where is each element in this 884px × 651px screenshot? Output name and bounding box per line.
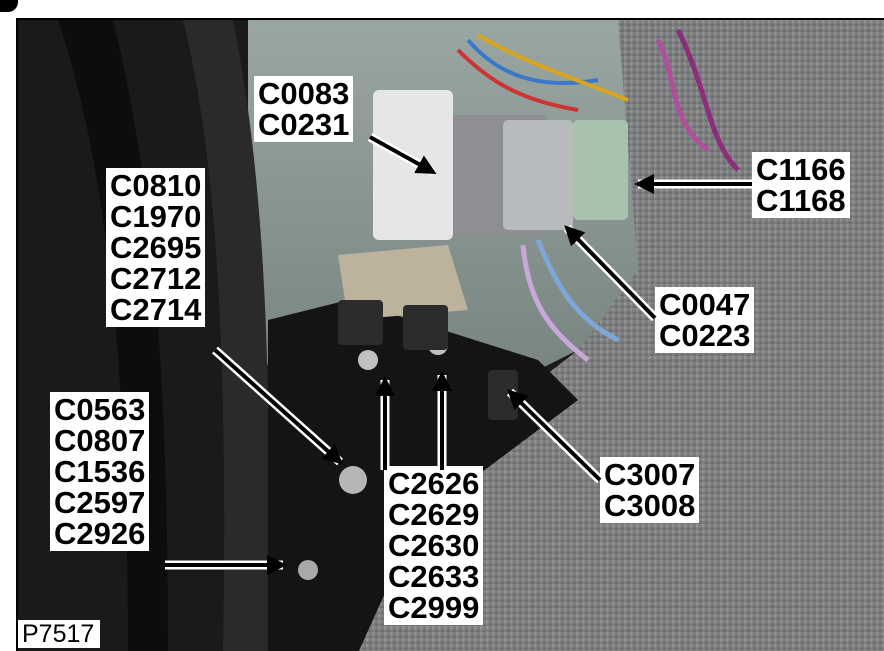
connector-code: C0807 <box>54 423 146 458</box>
connector-code: C0231 <box>258 107 350 142</box>
connector-code: C2926 <box>54 516 146 551</box>
connector-code: C1970 <box>110 199 202 234</box>
arrow-to-connector <box>369 135 437 174</box>
corner-mark <box>0 0 18 12</box>
connector-code: C3008 <box>604 488 696 523</box>
connector-code: C2712 <box>110 261 202 296</box>
arrow-to-connector <box>564 225 657 320</box>
connector-code: C0083 <box>258 76 350 111</box>
connector-code: C0223 <box>659 318 751 353</box>
connector-code: C2629 <box>388 497 480 532</box>
connector-code: C1168 <box>756 183 846 218</box>
connector-code: C3007 <box>604 457 696 492</box>
connector-code: C1536 <box>54 454 146 489</box>
connector-code: C2626 <box>388 466 480 501</box>
arrow-to-connector <box>213 348 343 465</box>
connector-code: C0563 <box>54 392 146 427</box>
connector-code: C2597 <box>54 485 146 520</box>
connector-code: C1166 <box>756 152 846 187</box>
figure-reference: P7517 <box>18 620 101 648</box>
connector-code: C2695 <box>110 230 202 265</box>
arrow-to-connector <box>507 389 602 482</box>
connector-code: C2999 <box>388 590 480 625</box>
connector-code: C2630 <box>388 528 480 563</box>
connector-code: C0810 <box>110 168 202 203</box>
connector-code: C0047 <box>659 287 751 322</box>
connector-code: C2633 <box>388 559 480 594</box>
connector-code: C2714 <box>110 292 202 327</box>
